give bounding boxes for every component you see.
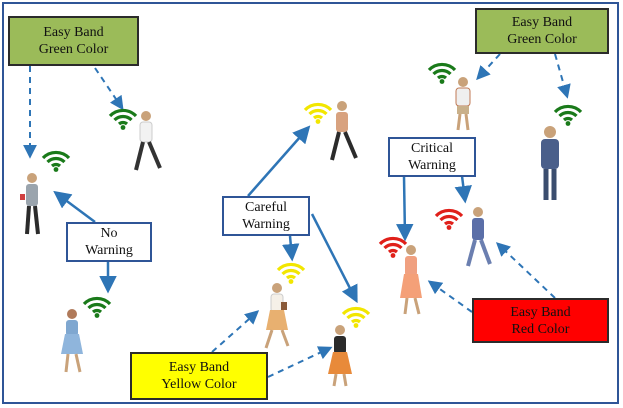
arrow-careful-to-top	[247, 125, 311, 197]
careful-warning-box: Careful Warning	[222, 196, 310, 236]
box-line: Yellow Color	[161, 377, 237, 392]
arrow-careful-to-right	[310, 213, 358, 304]
arrow-critical-to-left	[396, 175, 414, 242]
person-figure-icon	[466, 207, 492, 267]
box-line: No	[100, 226, 118, 241]
no-warning-box: No Warning	[66, 222, 152, 262]
arrow-nowarning-to-woman	[53, 190, 96, 224]
easy-band-green-right-box: Easy Band Green Color	[475, 8, 609, 54]
person-figure-icon	[330, 101, 358, 161]
easy-band-red-box: Easy Band Red Color	[472, 298, 609, 343]
box-line: Red Color	[511, 321, 570, 337]
arrow-green-right-to-man	[554, 53, 571, 99]
wifi-signal-icon	[341, 306, 371, 330]
wifi-signal-icon	[427, 62, 457, 86]
box-line: Easy Band	[168, 360, 230, 375]
person-figure-icon	[541, 126, 559, 200]
arrow-red-to-girl	[427, 280, 473, 313]
arrow-green-right-to-boy	[476, 53, 501, 81]
solid-arrows	[53, 125, 472, 304]
wifi-signal-icon	[303, 102, 333, 126]
arrow-yellow-to-walker	[211, 310, 260, 353]
arrow-red-to-man	[495, 242, 556, 299]
arrow-green-left-to-man	[94, 67, 124, 111]
box-line: Critical	[411, 141, 453, 156]
person-figure-icon	[20, 173, 40, 235]
wifi-signal-icon	[276, 262, 306, 286]
box-line: Warning	[408, 158, 456, 173]
arrow-yellow-to-girl	[267, 346, 333, 378]
box-line: Green Color	[507, 32, 577, 47]
easy-band-green-left-box: Easy Band Green Color	[8, 16, 139, 66]
box-line: Warning	[242, 217, 290, 232]
person-figure-icon	[455, 77, 471, 131]
dashed-arrows	[23, 53, 571, 378]
box-line: Easy Band	[511, 15, 573, 30]
arrow-careful-to-signal	[282, 235, 300, 262]
box-line: Careful	[245, 200, 287, 215]
wifi-signal-icon	[434, 208, 464, 232]
wifi-signal-icon	[553, 104, 583, 128]
critical-warning-box: Critical Warning	[388, 137, 476, 177]
arrow-critical-to-right	[454, 175, 472, 204]
easy-band-yellow-box: Easy Band Yellow Color	[130, 352, 268, 400]
person-figure-icon	[61, 309, 83, 373]
box-line: Green Color	[38, 42, 109, 57]
person-figure-icon	[400, 245, 422, 315]
person-figure-icon	[264, 283, 290, 349]
diagram-frame	[2, 2, 619, 404]
wifi-signal-icon	[108, 108, 138, 132]
person-figure-icon	[328, 325, 352, 387]
wifi-signal-icon	[378, 236, 408, 260]
wifi-signal-icon	[41, 150, 71, 174]
person-figure-icon	[134, 111, 162, 171]
box-line: Easy Band	[43, 25, 104, 40]
box-line: Easy Band	[510, 304, 571, 320]
box-line: Warning	[85, 243, 133, 258]
wifi-signal-icon	[82, 296, 112, 320]
